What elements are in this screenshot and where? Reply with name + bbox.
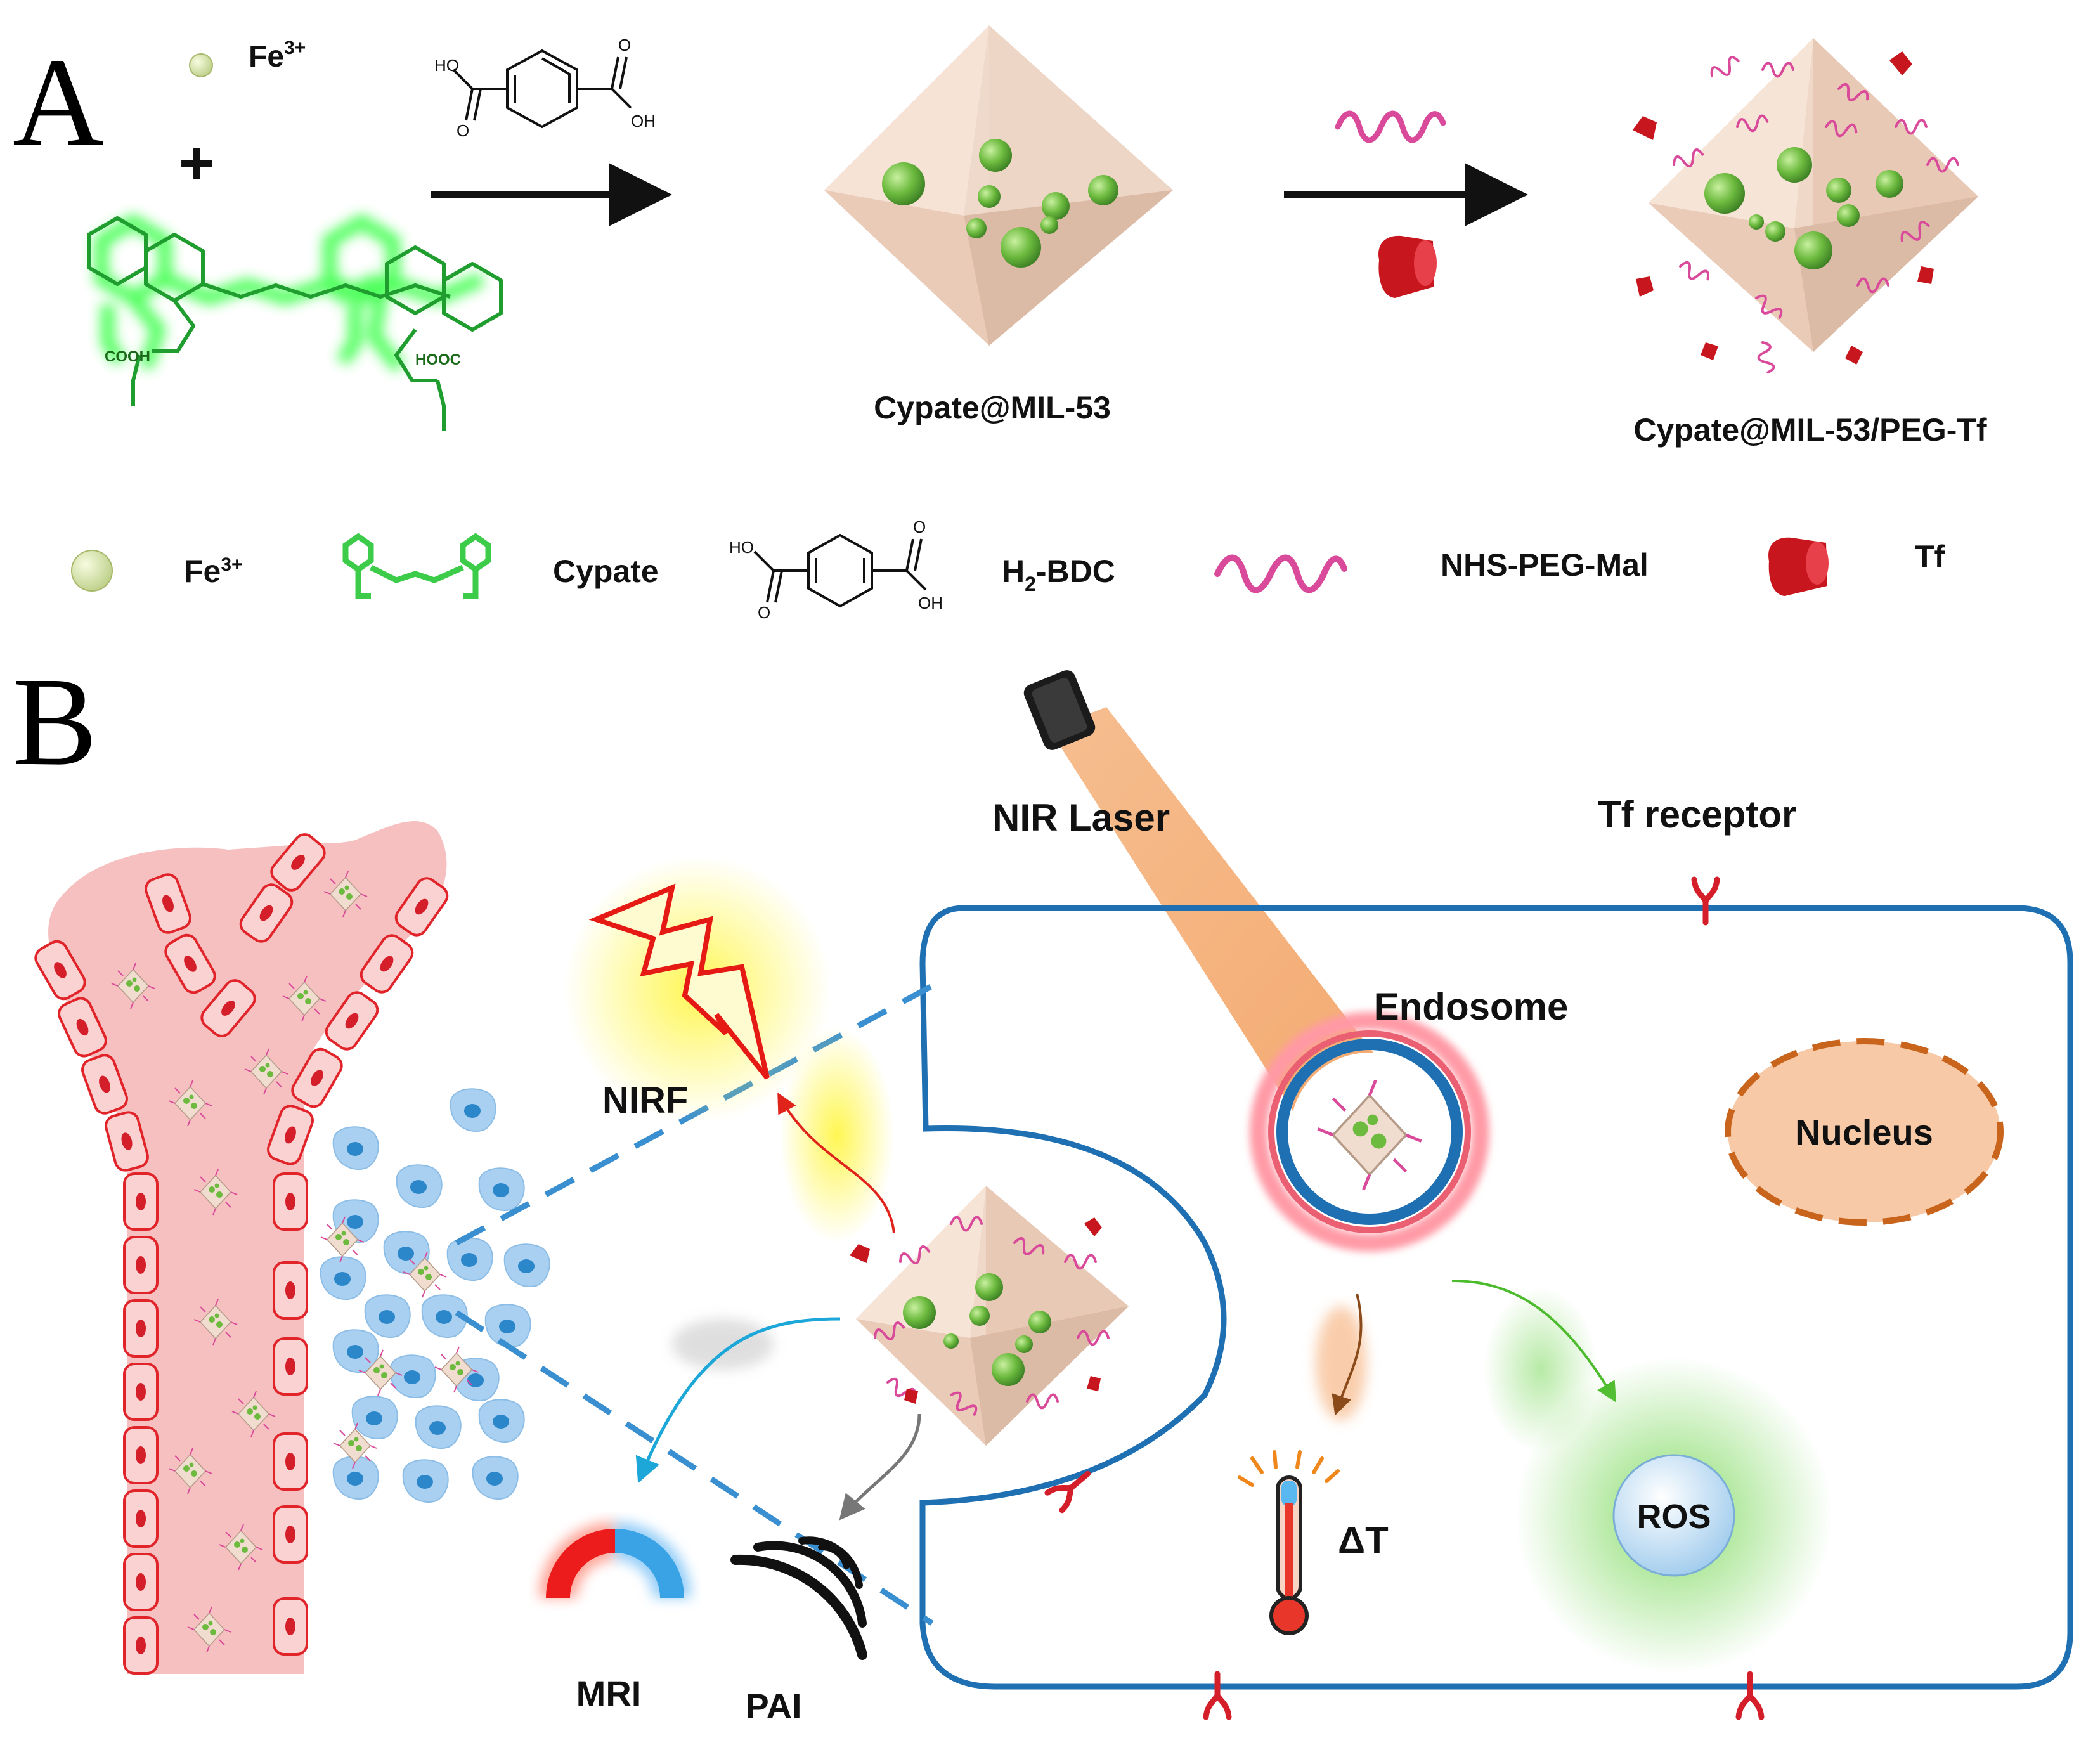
nir-laser-label: NIR Laser xyxy=(992,796,1170,839)
plus-sign: + xyxy=(179,129,214,197)
nanoparticle-main xyxy=(850,1186,1129,1446)
bdc-o2-top: O xyxy=(618,36,631,55)
legend-cypate: Cypate xyxy=(553,554,659,589)
pai-arrow xyxy=(839,1413,921,1521)
mri-label: MRI xyxy=(576,1673,642,1713)
bdc-structure-top xyxy=(452,49,632,129)
final-label: Cypate@MIL-53/PEG-Tf xyxy=(1633,412,1987,448)
thermometer-icon xyxy=(1238,1450,1340,1635)
endosome xyxy=(1250,1012,1489,1252)
bdc-o-top: O xyxy=(457,121,469,140)
legend: Fe3+ Cypate HO O O OH H2-BDC xyxy=(71,517,1945,622)
cypate-cooh: COOH xyxy=(105,348,150,365)
pai-icon xyxy=(730,1536,867,1660)
nirf-lightning-icon xyxy=(564,856,831,1122)
cypate-mil53-octahedron xyxy=(824,25,1173,346)
ros-arrow xyxy=(1451,1280,1617,1403)
legend-bdc-o: O xyxy=(758,603,770,622)
legend-cypate-swatch xyxy=(342,533,491,599)
tf-receptor-top xyxy=(1694,879,1717,923)
legend-peg: NHS-PEG-Mal xyxy=(1441,547,1649,583)
ros-bubble xyxy=(1612,1454,1735,1577)
fe-label: Fe3+ xyxy=(249,37,306,74)
bdc-ho-top: HO xyxy=(434,56,459,75)
legend-peg-swatch xyxy=(1214,554,1347,593)
tf-receptor-bound xyxy=(1047,1465,1095,1510)
cypate-molecule: COOH HOOC xyxy=(87,214,503,431)
nirf-label: NIRF xyxy=(602,1080,688,1121)
legend-bdc-oh: OH xyxy=(918,593,943,613)
bdc-oh-top: OH xyxy=(631,112,656,131)
legend-bdc-ho: HO xyxy=(729,538,754,557)
fe-ion-sphere xyxy=(189,53,213,77)
delta-t-label: ΔT xyxy=(1338,1519,1389,1562)
tf-protein-top xyxy=(1378,235,1437,298)
mof-label: Cypate@MIL-53 xyxy=(874,390,1111,425)
panel-a-letter: A xyxy=(13,32,104,172)
nirf-glow xyxy=(780,1027,894,1243)
legend-bdc-o2: O xyxy=(913,517,926,536)
heat-arrow xyxy=(1332,1293,1363,1416)
legend-bdc-swatch xyxy=(753,533,927,608)
mri-icon xyxy=(539,1522,691,1599)
legend-fe-swatch xyxy=(71,550,113,592)
nucleus-label: Nucleus xyxy=(1795,1112,1933,1152)
mri-arrow xyxy=(635,1317,841,1484)
cypate-mil53-peg-tf xyxy=(1633,38,1978,375)
ros-label: ROS xyxy=(1636,1498,1711,1536)
cell-membrane xyxy=(919,905,2073,1690)
tf-receptor-bottom-right xyxy=(1739,1674,1761,1717)
legend-tf-swatch xyxy=(1768,537,1829,596)
legend-fe: Fe3+ xyxy=(184,554,243,589)
cypate-hooc: HOOC xyxy=(415,351,461,368)
legend-bdc: H2-BDC xyxy=(1002,554,1115,595)
peg-squiggle-top xyxy=(1335,110,1446,143)
nucleus xyxy=(1725,1038,2004,1226)
pai-label: PAI xyxy=(745,1686,801,1726)
tumor-cells xyxy=(320,1088,550,1503)
tf-receptor-bottom-left xyxy=(1206,1674,1229,1717)
endosome-label: Endosome xyxy=(1374,985,1569,1028)
legend-tf: Tf xyxy=(1915,539,1945,574)
tf-receptor-label: Tf receptor xyxy=(1598,793,1796,836)
mri-shadow xyxy=(672,1319,774,1370)
panel-b-letter: B xyxy=(13,652,97,792)
nirf-arrow xyxy=(777,1092,895,1234)
heat-glow xyxy=(1316,1306,1366,1420)
